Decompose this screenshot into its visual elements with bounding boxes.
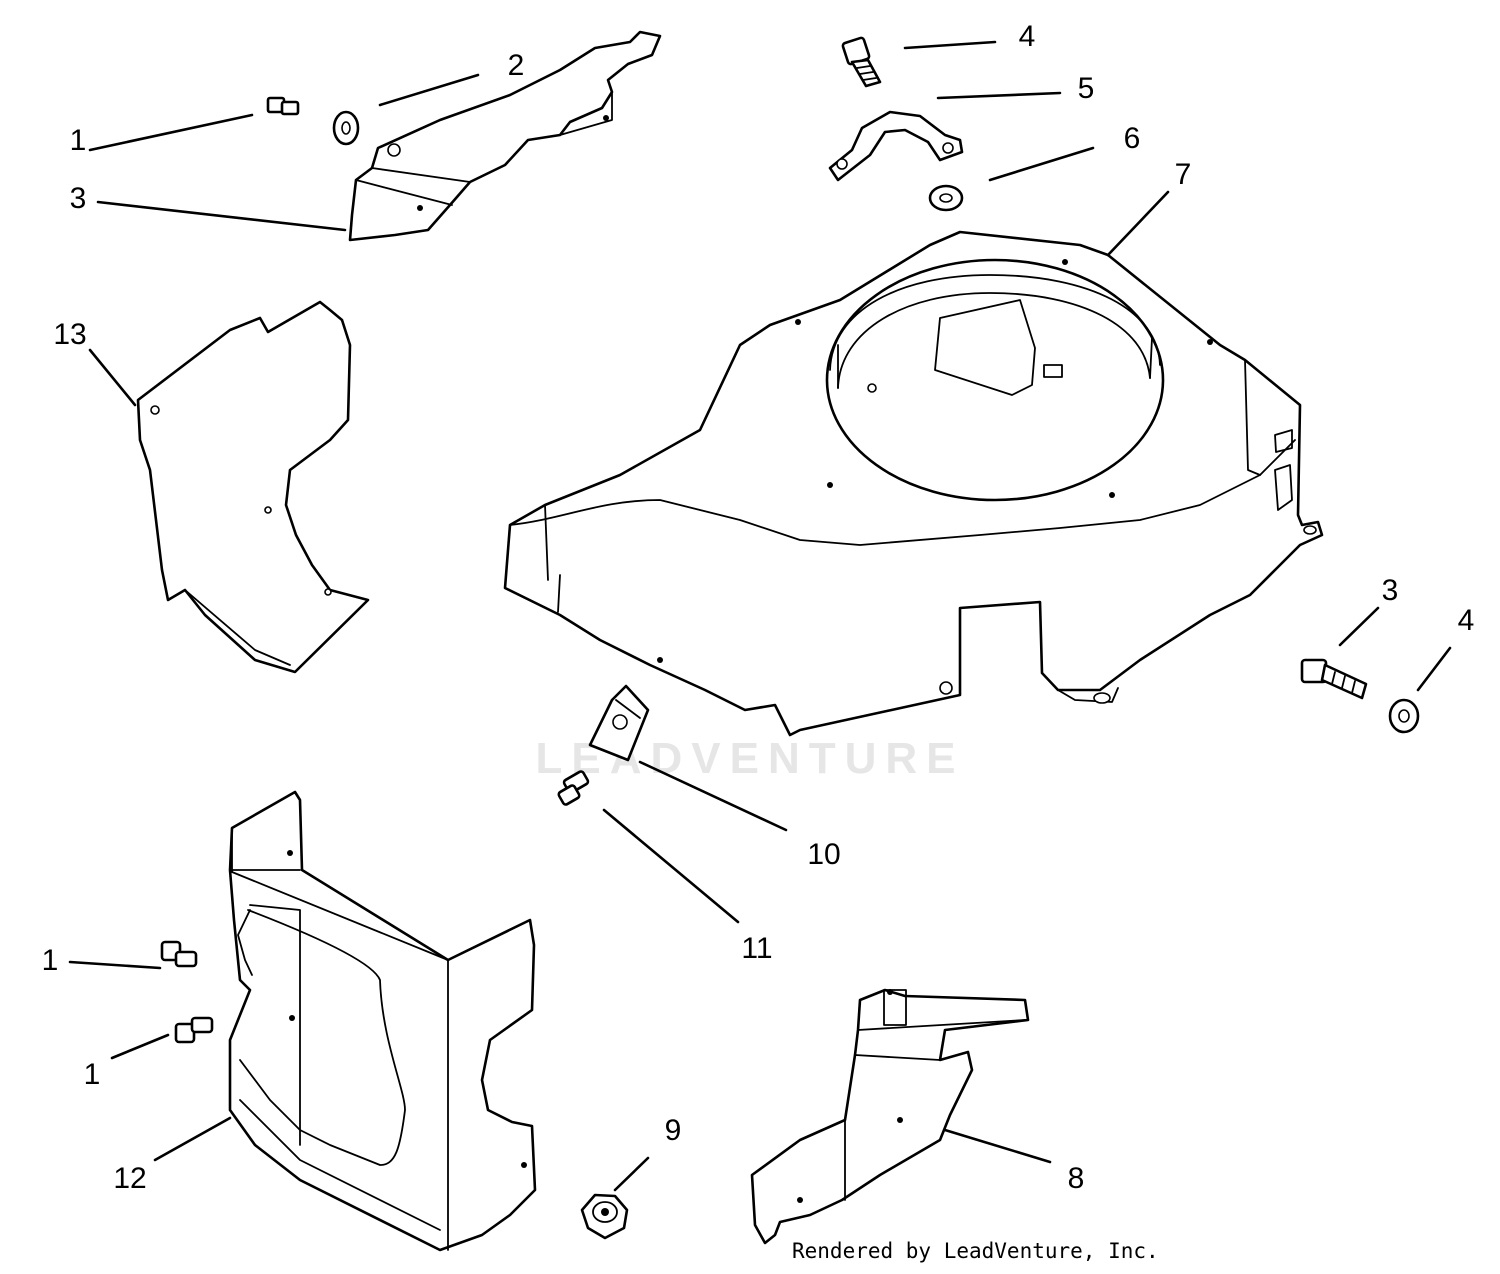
callout-leader-lines: [68, 40, 1452, 1192]
callout-2: 2: [508, 49, 525, 82]
rendered-by-credit: Rendered by LeadVenture, Inc.: [792, 1239, 1159, 1263]
callout-3-top: 3: [70, 182, 87, 215]
callout-13: 13: [53, 318, 86, 351]
callout-6: 6: [1124, 122, 1141, 155]
callout-1-top: 1: [70, 124, 87, 157]
part-1-screw-lower-a: [160, 940, 198, 968]
callout-11: 11: [741, 932, 772, 965]
part-6-washer: [928, 184, 964, 212]
part-1-screw-lower-b: [174, 1016, 214, 1044]
part-10-speed-clip: [588, 684, 650, 762]
part-7-blower-housing: [503, 230, 1324, 737]
part-9-flange-nut: [580, 1193, 629, 1240]
part-4-washer-right: [1388, 698, 1420, 734]
part-12-lower-shroud: [228, 790, 537, 1252]
callout-4-top: 4: [1019, 20, 1036, 53]
part-2-air-baffle: [348, 30, 662, 242]
part-11-screw: [557, 770, 590, 806]
part-8-baffle-bracket: [750, 988, 1030, 1245]
callout-8: 8: [1068, 1162, 1085, 1195]
part-13-cylinder-shroud: [136, 300, 370, 674]
callout-9: 9: [665, 1114, 682, 1147]
part-2-washer: [332, 110, 360, 146]
part-5-clamp: [828, 110, 964, 182]
part-3-bolt-right: [1300, 658, 1368, 700]
callout-10: 10: [807, 838, 840, 871]
callout-7: 7: [1175, 158, 1192, 191]
callout-4-right: 4: [1458, 604, 1475, 637]
callout-1-lower-a: 1: [42, 944, 59, 977]
callout-5: 5: [1078, 72, 1095, 105]
callout-12: 12: [113, 1162, 146, 1195]
part-1-screw-top: [266, 96, 300, 116]
callout-1-lower-b: 1: [84, 1058, 101, 1091]
callout-3-right: 3: [1382, 574, 1399, 607]
part-4-bolt-top: [841, 36, 882, 88]
